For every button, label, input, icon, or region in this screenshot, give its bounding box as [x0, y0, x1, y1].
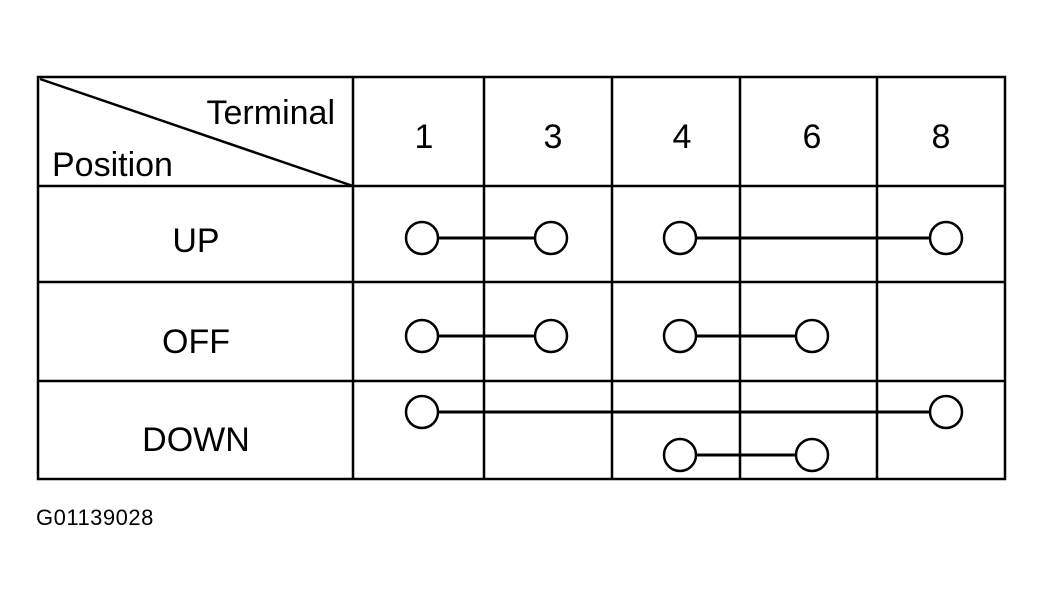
- position-label: DOWN: [142, 421, 250, 459]
- terminal-node: [928, 220, 964, 256]
- terminal-node: [533, 220, 569, 256]
- terminal-node: [794, 437, 830, 473]
- terminal-node: [662, 220, 698, 256]
- figure-id: G01139028: [36, 505, 154, 530]
- continuity-connections: [404, 220, 964, 473]
- terminal-node: [928, 394, 964, 430]
- terminal-header: 6: [803, 118, 822, 156]
- table-border: [36, 75, 1007, 481]
- terminal-header: 1: [415, 118, 434, 156]
- row-header-label: Position: [52, 146, 173, 184]
- terminal-header: 8: [932, 118, 951, 156]
- terminal-node: [794, 318, 830, 354]
- terminal-node: [404, 318, 440, 354]
- terminal-node: [404, 220, 440, 256]
- position-label: OFF: [162, 323, 230, 361]
- terminal-header: 4: [673, 118, 692, 156]
- terminal-node: [662, 437, 698, 473]
- column-header-label: Terminal: [207, 94, 335, 132]
- terminal-node: [662, 318, 698, 354]
- terminal-node: [533, 318, 569, 354]
- terminal-header: 3: [544, 118, 563, 156]
- corner-diagonal: [39, 77, 354, 188]
- table-grid: [36, 75, 1007, 481]
- position-label: UP: [172, 222, 219, 260]
- terminal-node: [404, 394, 440, 430]
